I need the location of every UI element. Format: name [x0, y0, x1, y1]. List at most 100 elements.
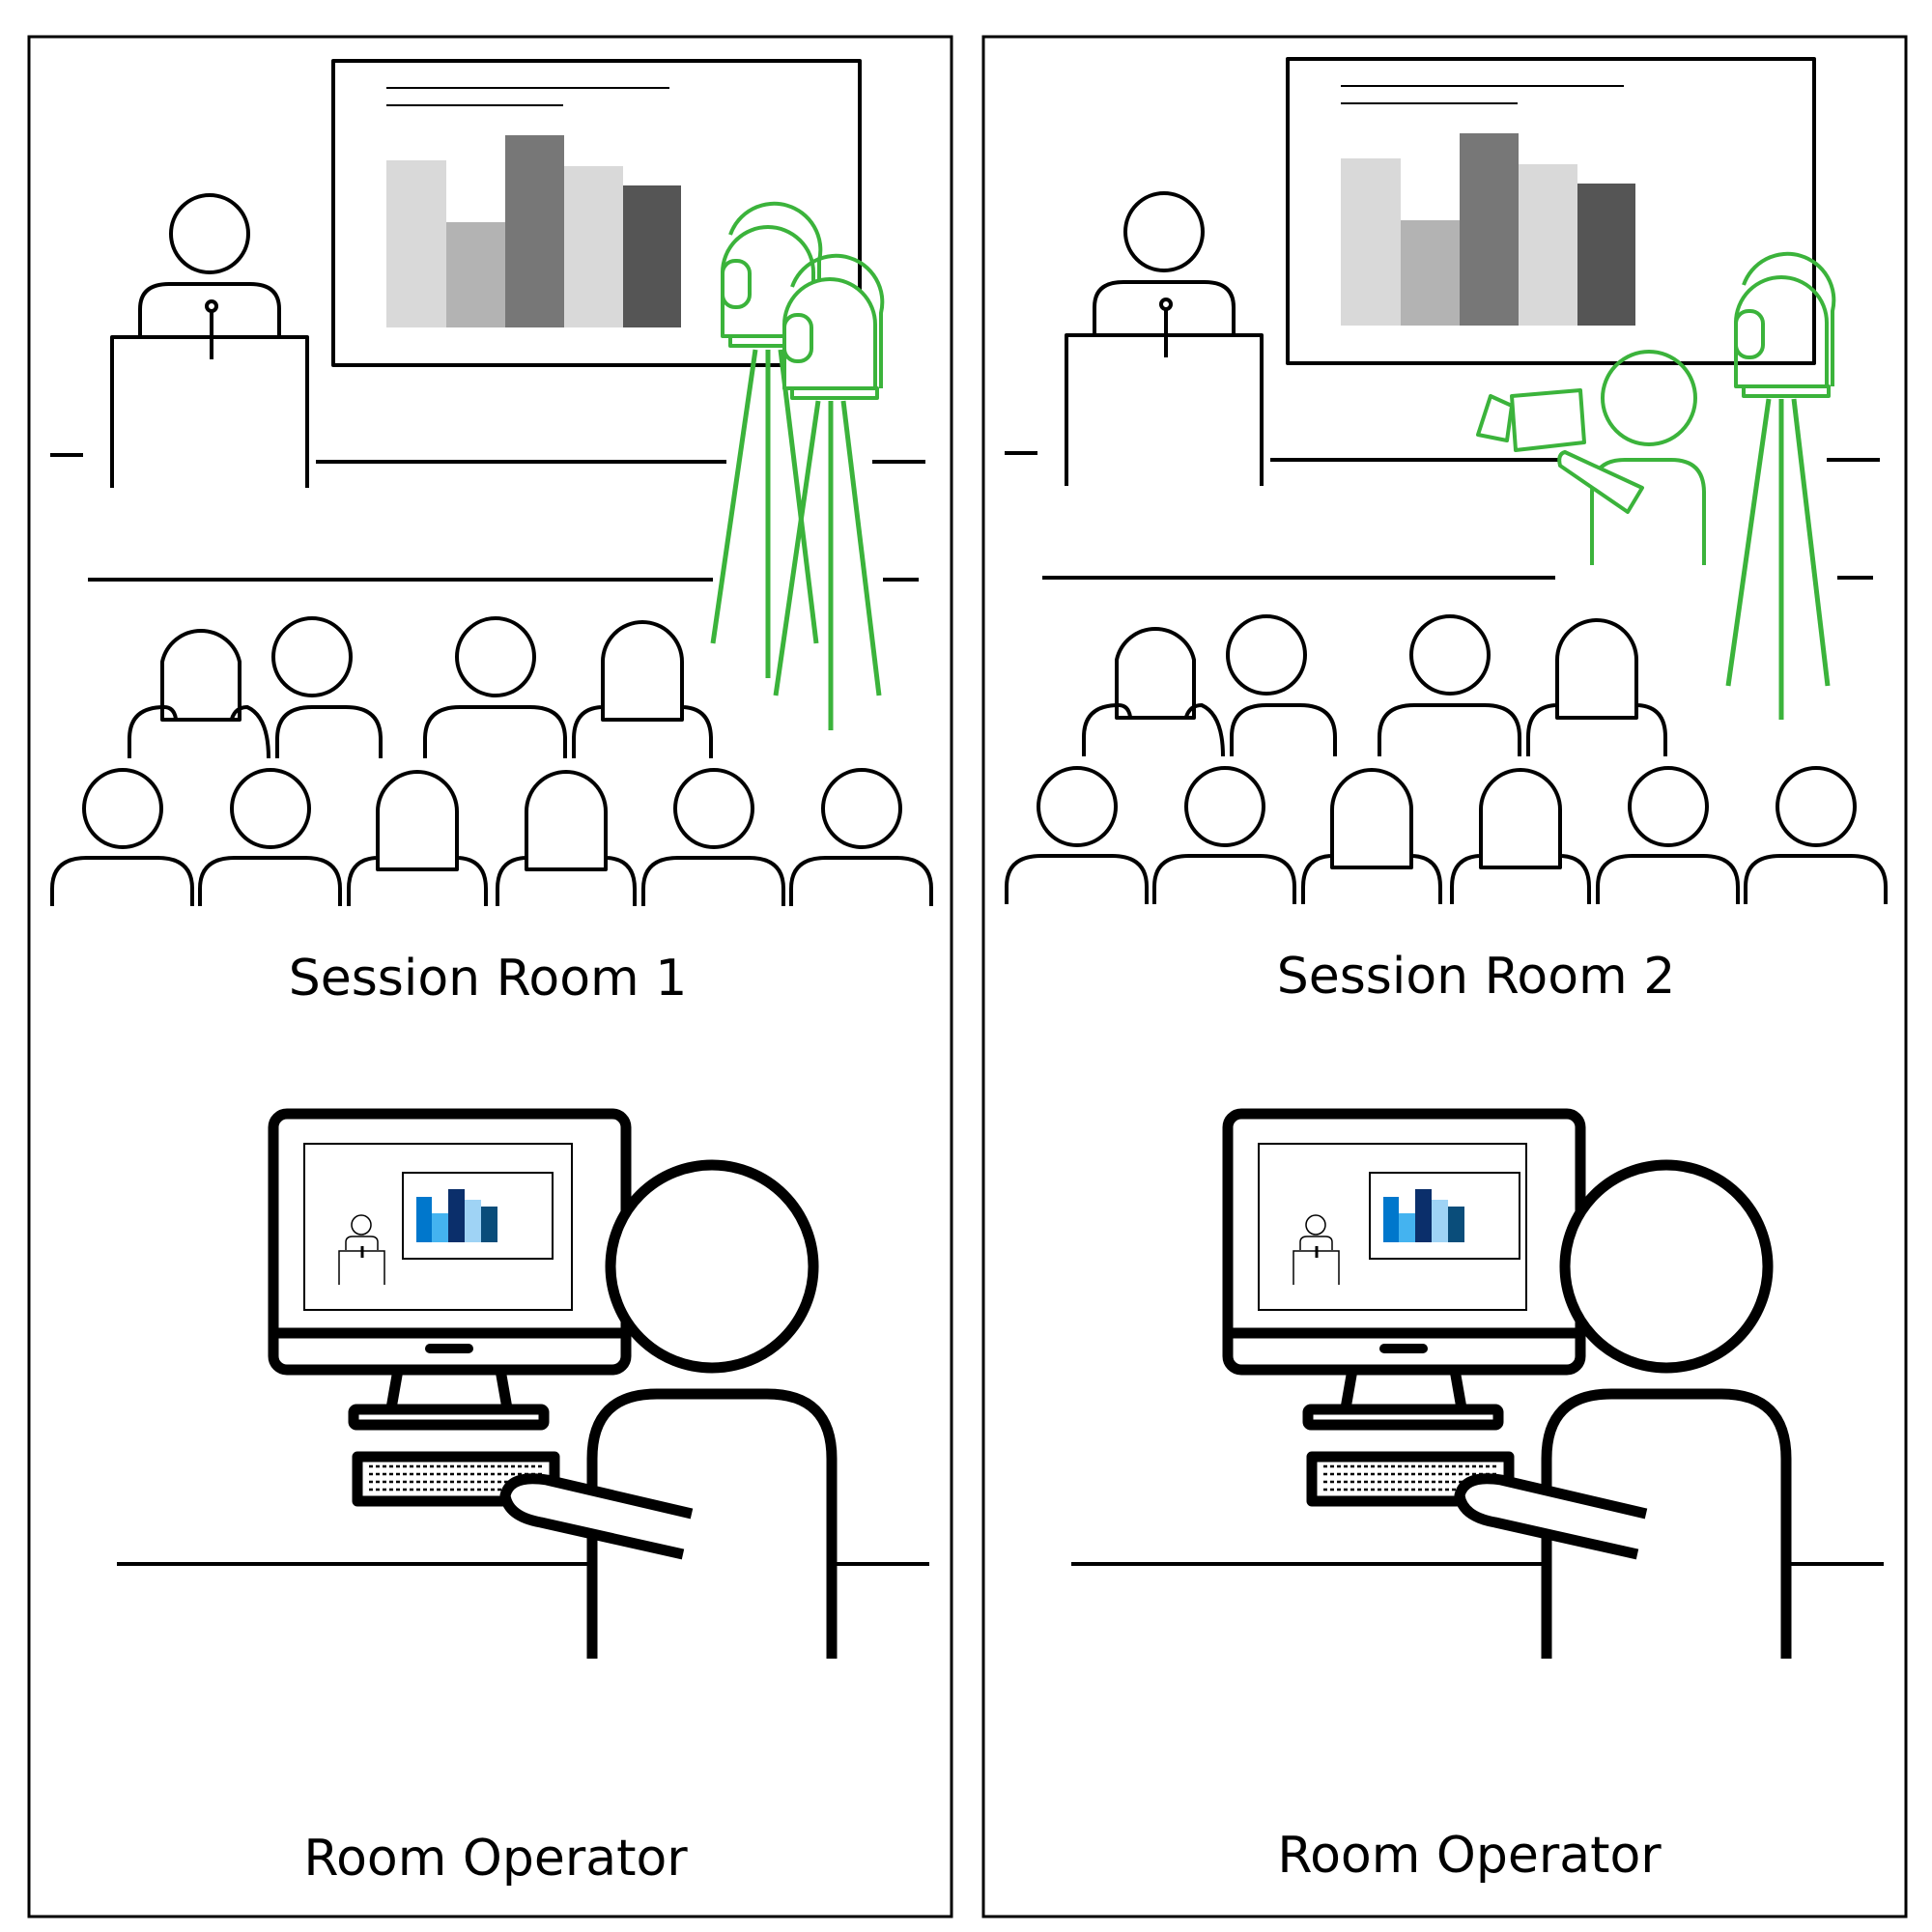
monitor-logo [425, 1344, 473, 1353]
operator-body [586, 1388, 838, 1659]
microphone-icon [1159, 298, 1173, 311]
monitor-bar [448, 1189, 465, 1242]
audience-member-body [607, 856, 637, 906]
monitor-base [348, 1404, 550, 1431]
tripod-camera [773, 253, 885, 730]
audience-member-body [1005, 854, 1149, 904]
slide-bar [1341, 158, 1401, 326]
mini-speaker-body [1299, 1236, 1333, 1250]
operator-workstation [1071, 1108, 1884, 1659]
audience-member-body [683, 705, 713, 758]
audience-member-body [1450, 854, 1480, 904]
audience-member-head [1628, 766, 1709, 847]
monitor-logo [1379, 1344, 1428, 1353]
monitor-stand [385, 1369, 513, 1409]
projection-screen [1286, 57, 1816, 365]
session-room-label: Session Room 2 [1277, 948, 1676, 1006]
slide-bar-chart [1341, 133, 1635, 326]
audience-member-head-back [1479, 768, 1562, 869]
monitor-bar [1415, 1189, 1432, 1242]
audience-member-head [1037, 766, 1118, 847]
robotic-camera-head-icon [782, 277, 877, 390]
slide-bar [623, 185, 681, 327]
audience-member-body [1526, 703, 1556, 756]
audience-member-body [275, 705, 383, 758]
microphone-icon [205, 299, 218, 313]
audience-member-head-back [601, 620, 684, 722]
audience-member-head-back [1115, 627, 1196, 720]
monitor-bar-chart [416, 1189, 497, 1242]
slide-bar [1519, 164, 1577, 326]
tripod-leg [840, 400, 882, 696]
speaker-at-lectern [110, 193, 309, 488]
audience-member-body [423, 705, 567, 758]
audience-member-body [1744, 854, 1888, 904]
panel-session-room-1: Session Room 1 [27, 35, 953, 1918]
screen-frame [331, 59, 862, 367]
monitor-screen [1258, 1143, 1527, 1311]
audience-member-head [1226, 614, 1307, 696]
room-operator-label: Room Operator [1277, 1827, 1662, 1885]
mini-slide [1369, 1172, 1520, 1260]
audience-member-head [230, 768, 311, 849]
tripod-leg [1791, 398, 1831, 687]
monitor-bar [1432, 1200, 1448, 1242]
tripod-camera [710, 201, 823, 678]
audience-member-body [198, 856, 342, 906]
audience-member-body [1378, 703, 1521, 756]
tripod-leg [1725, 398, 1772, 687]
mini-speaker-body [345, 1236, 379, 1250]
speaker-body [138, 282, 281, 336]
audience-member-body [789, 856, 933, 906]
audience-member-body [1561, 854, 1591, 904]
monitor-bar [481, 1207, 497, 1242]
audience-member-body [572, 705, 602, 758]
audience-member-head-back [525, 770, 608, 871]
lectern [1065, 333, 1264, 486]
slide-bar [505, 135, 564, 327]
monitor-bar [1383, 1197, 1399, 1242]
panel-frame [27, 35, 953, 1918]
operator-body [1541, 1388, 1792, 1659]
audience-member-body [347, 856, 377, 906]
slide-bar-chart [386, 135, 681, 327]
audience-member-head [82, 768, 163, 849]
slide-bar [1577, 184, 1635, 326]
audience-member-head-back [1555, 618, 1638, 720]
monitor-bar [432, 1213, 448, 1242]
monitor-bar [1399, 1213, 1415, 1242]
room-operator-label: Room Operator [303, 1830, 688, 1888]
audience-member-body [1082, 703, 1132, 756]
camera-operator-head [1601, 350, 1697, 446]
mini-speaker-icon [351, 1214, 372, 1236]
speaker-at-lectern [1065, 191, 1264, 486]
panel-session-room-2: Session Room 2 [981, 35, 1908, 1918]
slide-bar [446, 222, 505, 327]
audience-member-body [230, 705, 270, 759]
robotic-camera-head-icon [1734, 275, 1829, 388]
tripod-camera [1725, 251, 1836, 720]
audience [1005, 614, 1888, 904]
slide-bar [1401, 220, 1460, 326]
screen-frame [1286, 57, 1816, 365]
monitor-bar-chart [1383, 1189, 1464, 1242]
audience-member-body [1152, 854, 1296, 904]
camera-head-outline [728, 201, 823, 336]
video-camera-lens-icon [1476, 394, 1514, 442]
mini-speaker-icon [1305, 1214, 1326, 1236]
video-camera-icon [1510, 388, 1586, 452]
audience-member-head-back [1330, 768, 1413, 869]
camera-operator [1476, 350, 1706, 565]
operator-arm [1454, 1473, 1648, 1560]
audience-member-head [821, 768, 902, 849]
camera-head-outline [790, 253, 885, 388]
slide-bar [1460, 133, 1519, 326]
monitor-bar [1448, 1207, 1464, 1242]
speaker-body [1093, 280, 1236, 334]
monitor-bar [465, 1200, 481, 1242]
operator-head [605, 1159, 819, 1374]
camera-head-outline [1742, 251, 1836, 386]
audience-member-head-back [160, 629, 242, 722]
audience-member-head [673, 768, 754, 849]
